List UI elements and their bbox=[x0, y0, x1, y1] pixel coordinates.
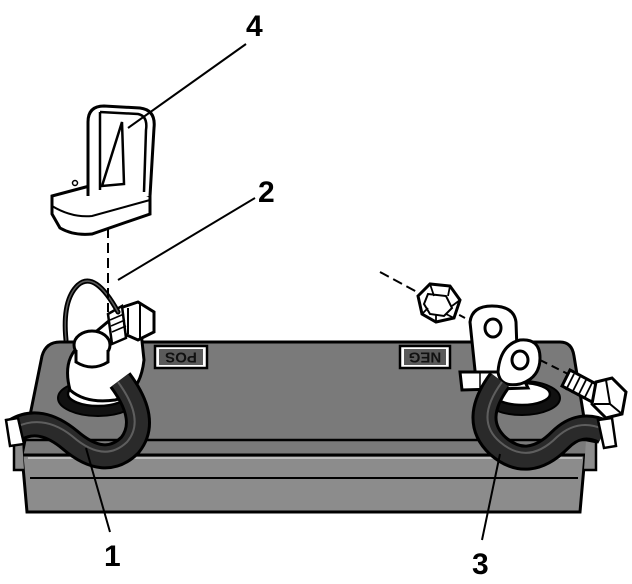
cover-hole bbox=[71, 179, 79, 187]
battery bbox=[12, 340, 598, 514]
neg-label-text: NEG bbox=[409, 349, 442, 366]
leader-line-1 bbox=[85, 447, 111, 533]
negative-cable-end bbox=[596, 416, 618, 450]
loose-bolt bbox=[539, 359, 628, 420]
neg-label-plate: NEG bbox=[398, 344, 452, 370]
callout-1: 1 bbox=[104, 540, 121, 573]
cover-rib bbox=[100, 121, 126, 188]
leader-line-2 bbox=[117, 197, 256, 281]
loose-castle-nut bbox=[416, 282, 462, 324]
leader-line-4 bbox=[127, 43, 247, 129]
negative-cable bbox=[471, 372, 618, 471]
positive-cable bbox=[4, 372, 151, 470]
pos-label-text: POS bbox=[165, 349, 197, 366]
pos-label-plate: POS bbox=[153, 344, 209, 370]
callout-2: 2 bbox=[258, 176, 275, 209]
leader-line-3 bbox=[481, 453, 501, 541]
battery-right-notch bbox=[584, 438, 598, 472]
positive-cable-end bbox=[4, 416, 26, 448]
callout-3: 3 bbox=[472, 548, 489, 581]
terminal-cover bbox=[50, 104, 156, 236]
callout-4: 4 bbox=[246, 10, 263, 43]
